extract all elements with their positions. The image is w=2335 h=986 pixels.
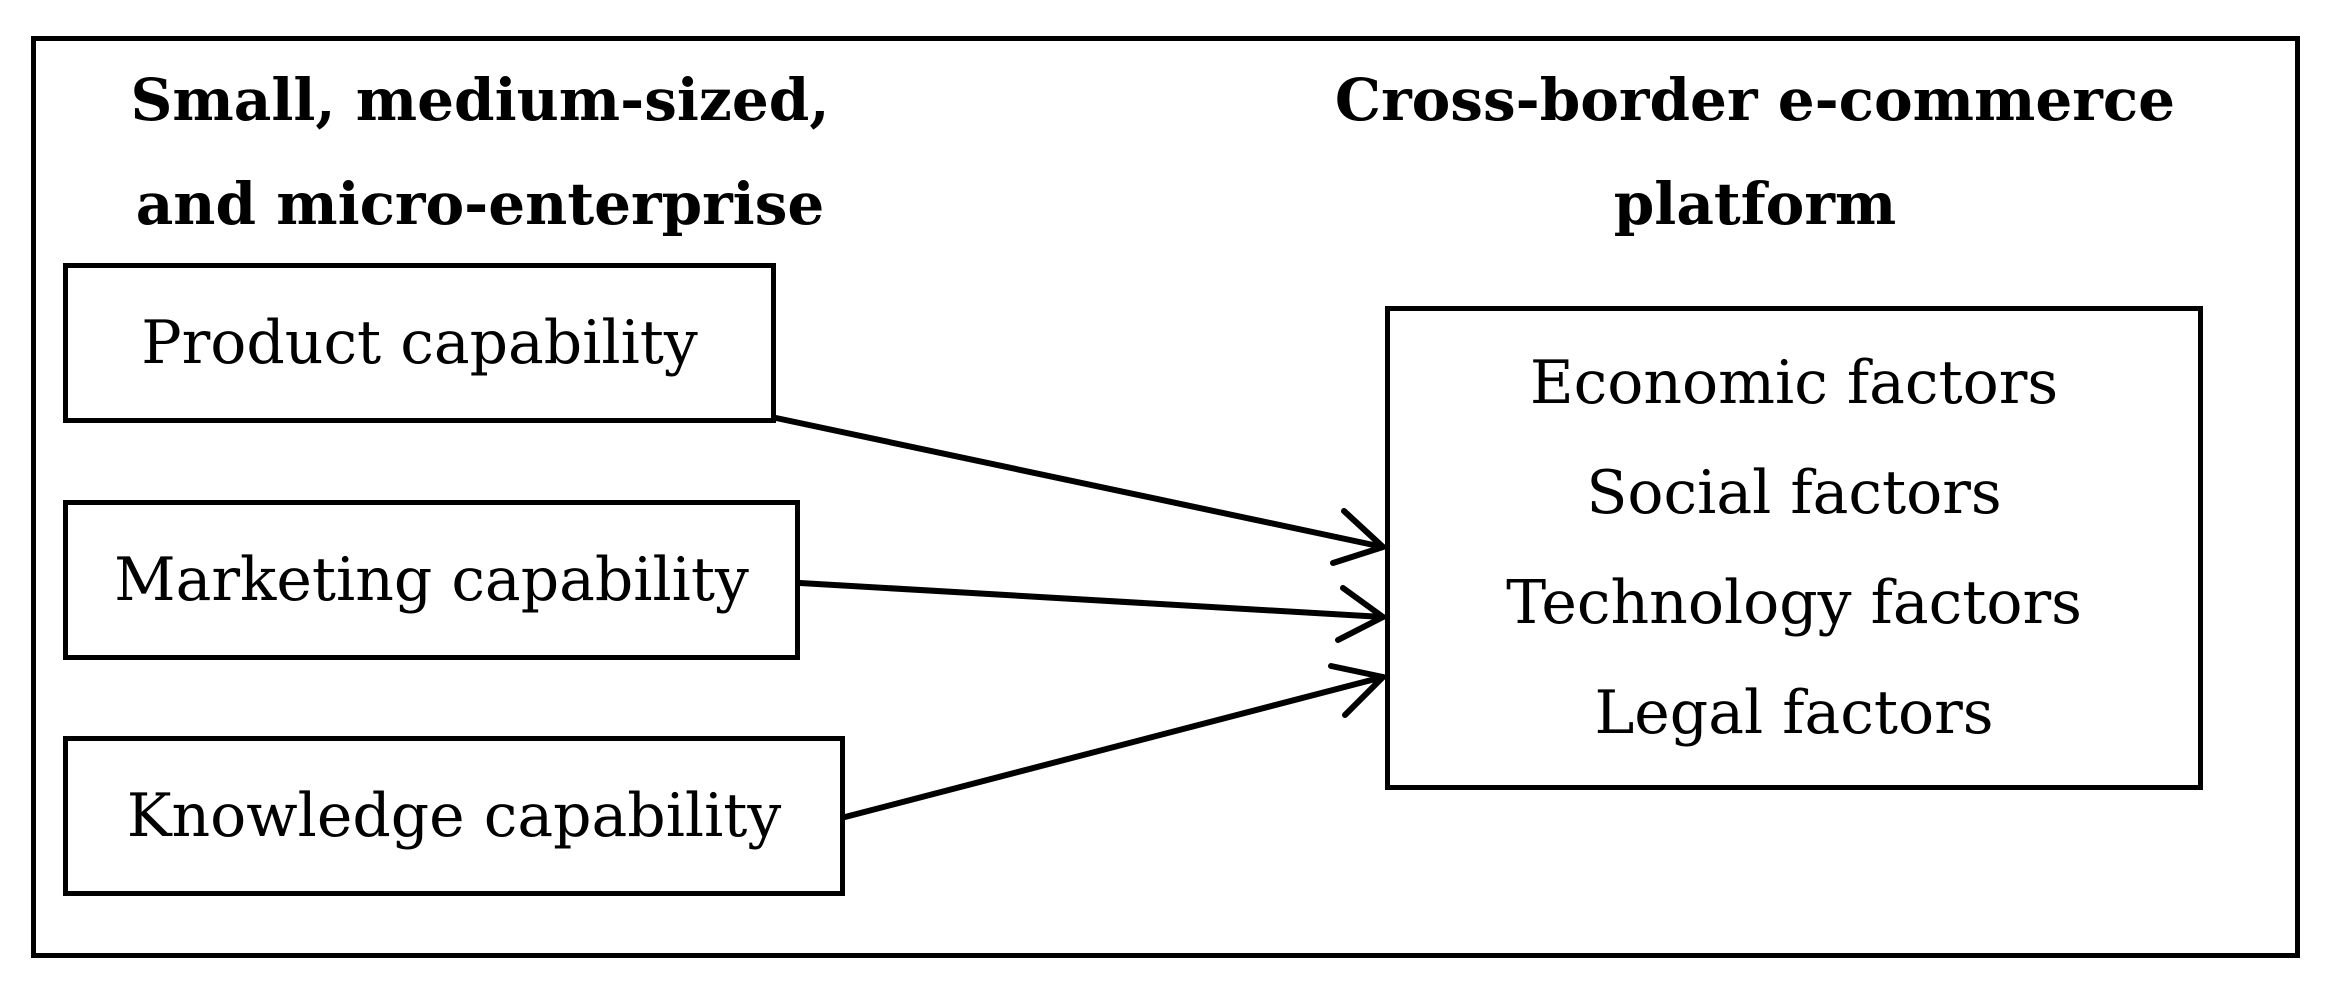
- enterprise-heading-line2: and micro-enterprise: [135, 170, 825, 238]
- social-factors-label: Social factors: [1586, 458, 2002, 528]
- knowledge-to-platform-arrow: [842, 663, 1386, 820]
- enterprise-heading: Small, medium-sized, and micro-enterpris…: [130, 48, 830, 256]
- knowledge-capability-label: Knowledge capability: [126, 781, 782, 851]
- technology-factors-label: Technology factors: [1506, 568, 2082, 638]
- legal-factors-label: Legal factors: [1594, 678, 1994, 748]
- marketing-capability-box: Marketing capability: [63, 500, 800, 660]
- diagram-frame: [31, 36, 2300, 958]
- platform-heading: Cross-border e-commerce platform: [1330, 48, 2180, 256]
- marketing-capability-label: Marketing capability: [114, 545, 749, 615]
- product-capability-box: Product capability: [63, 263, 776, 423]
- platform-factors-box: Economic factors Social factors Technolo…: [1385, 306, 2203, 790]
- marketing-to-platform-arrow: [797, 580, 1386, 643]
- economic-factors-label: Economic factors: [1529, 348, 2059, 418]
- enterprise-heading-line1: Small, medium-sized,: [130, 66, 830, 134]
- product-capability-label: Product capability: [141, 308, 698, 378]
- platform-heading-line1: Cross-border e-commerce: [1334, 66, 2176, 134]
- platform-heading-line2: platform: [1613, 170, 1897, 238]
- product-to-platform-arrow: [773, 415, 1386, 566]
- knowledge-capability-box: Knowledge capability: [63, 736, 845, 896]
